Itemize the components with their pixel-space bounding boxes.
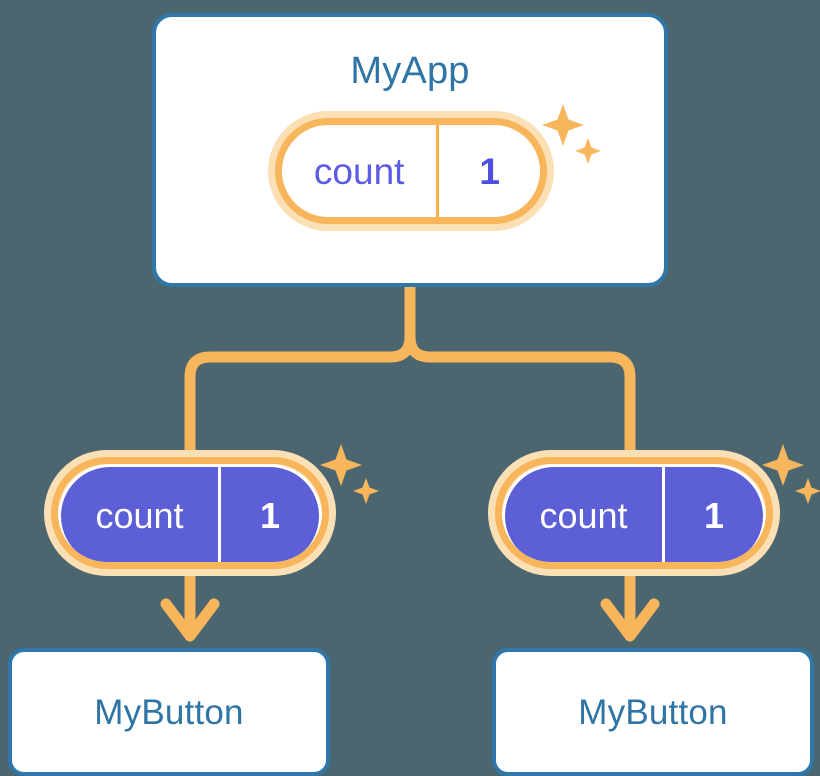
arrow-head-right <box>600 598 660 642</box>
state-key-label: count <box>282 125 440 217</box>
state-pill-fill: count 1 <box>505 467 763 562</box>
state-pill-body: count 1 <box>58 464 322 562</box>
state-pill-ring: count 1 <box>495 457 773 569</box>
state-pill-mybutton-right[interactable]: count 1 <box>488 450 780 576</box>
state-pill-mybutton-left[interactable]: count 1 <box>44 450 336 576</box>
state-value-label: 1 <box>259 495 280 536</box>
arrow-head-left <box>160 598 220 642</box>
component-title-mybutton: MyButton <box>94 692 244 732</box>
state-pill-ring: count 1 <box>51 457 329 569</box>
branch-left <box>184 281 416 458</box>
state-key-label: count <box>61 467 221 562</box>
state-pill-myapp[interactable]: count 1 <box>268 111 554 231</box>
state-pill-body: count 1 <box>502 464 766 562</box>
state-value-label: 1 <box>479 150 500 192</box>
branch-right <box>404 281 636 458</box>
state-pill-body: count 1 <box>282 125 540 217</box>
component-card-mybutton-left[interactable]: MyButton <box>8 648 330 776</box>
component-title-mybutton: MyButton <box>578 692 728 732</box>
state-pill-fill: count 1 <box>61 467 319 562</box>
component-title-myapp: MyApp <box>350 50 470 92</box>
state-key-label: count <box>505 467 665 562</box>
component-card-mybutton-right[interactable]: MyButton <box>492 648 814 776</box>
state-value-label: 1 <box>703 495 724 536</box>
state-pill-ring: count 1 <box>275 118 547 224</box>
